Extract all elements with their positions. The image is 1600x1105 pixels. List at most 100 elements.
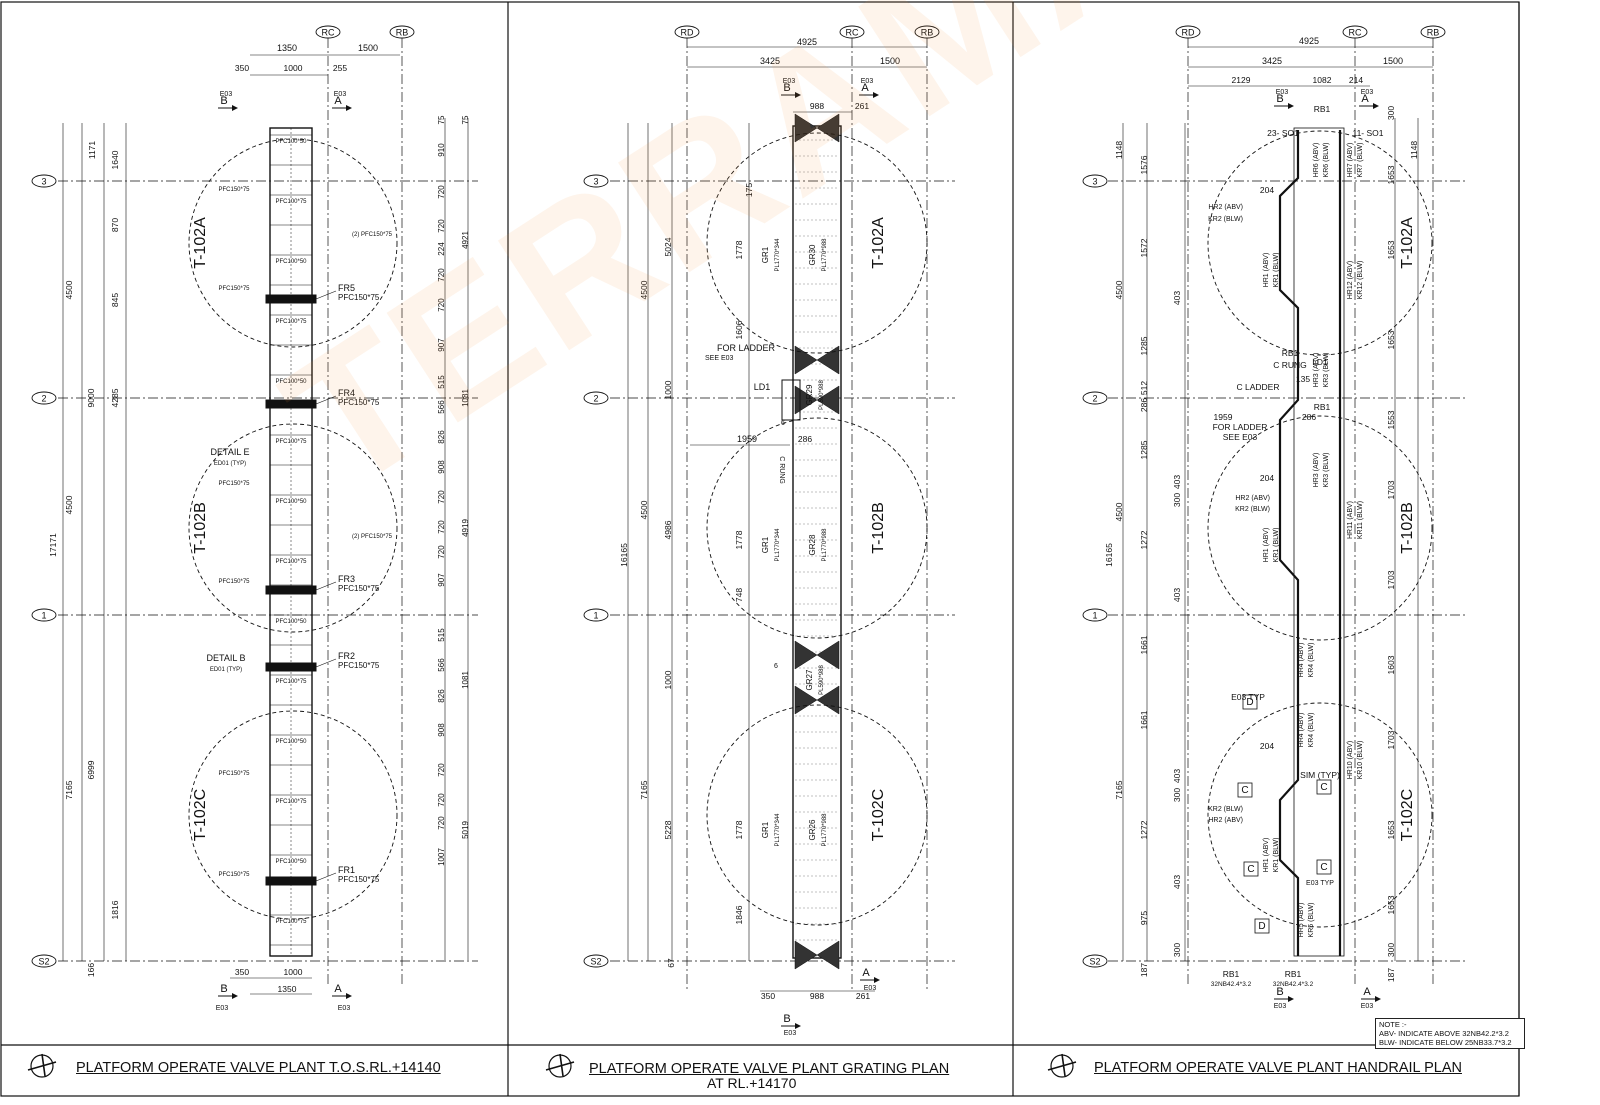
dim-top: 255	[333, 63, 347, 73]
frame-section-label: PFC150*75	[338, 875, 380, 884]
dim-bottom: 1000	[284, 967, 303, 977]
dim-right-p3: 1703	[1386, 730, 1396, 749]
member-label: PFC100*50	[275, 139, 307, 145]
handrail-tag: 286	[1302, 412, 1316, 422]
rail-label: KR2 (BLW)	[1235, 506, 1270, 513]
note-line-abv: ABV- INDICATE ABOVE 32NB42.2*3.2	[1379, 1029, 1509, 1038]
frame-FR1	[265, 876, 317, 886]
dim-left-p3: 403	[1172, 875, 1182, 889]
dim-left: 6999	[86, 760, 96, 779]
section-mark-b-top-p2: B	[783, 82, 790, 94]
grid-col-RD-p2-text: RD	[681, 28, 694, 38]
dim-top: 1350	[277, 43, 297, 53]
ladder-dim: 1959	[737, 434, 757, 444]
ladder-dim: 6	[781, 420, 785, 427]
dim-left-p2: 1846	[734, 905, 744, 924]
dim-left-p3: 4500	[1114, 502, 1124, 521]
dim-right-p3: 1703	[1386, 480, 1396, 499]
frame-label: FR2	[338, 651, 355, 661]
rail-label: KR2 (BLW)	[1208, 806, 1243, 813]
bottom-tag: 32NB42.4*3.2	[1211, 981, 1252, 988]
north-arrow-needle-3	[1047, 1053, 1077, 1077]
ladder-note-label: FOR LADDER	[717, 343, 776, 353]
plate-label: PL590*988	[819, 379, 825, 409]
handrail-tag: SIM (TYP)	[1300, 770, 1340, 780]
frame-leader	[315, 872, 337, 882]
member-label: PFC150*75	[218, 187, 250, 193]
member-label: PFC100*75	[275, 679, 307, 685]
rail-label: HR1 (ABV)	[1263, 528, 1270, 563]
dim-top: 3425	[1262, 56, 1282, 66]
plate-label: PL1770*344	[775, 238, 781, 272]
sheet-border	[0, 1, 1520, 1097]
grating-label: GR1	[761, 821, 770, 838]
dim-left-p3: 4500	[1114, 280, 1124, 299]
section-mark-a-top-p2: A	[861, 82, 869, 94]
frame-leader	[315, 581, 337, 591]
handrail-tag: E03 TYP	[1231, 692, 1265, 702]
grid-row-1-p2-text: 1	[593, 611, 598, 621]
section-ref: E03	[216, 1005, 229, 1012]
panel-2-subtitle: AT RL.+14170	[707, 1075, 797, 1091]
dim-left: 870	[110, 218, 120, 232]
handrail-tag: C LADDER	[1237, 382, 1280, 392]
dim-right: 720	[437, 490, 446, 504]
dim-top: 214	[1349, 75, 1363, 85]
grid-row-3-p3	[1082, 174, 1108, 188]
rail-label: HR4 (ABV)	[1298, 713, 1305, 748]
section-letter: C	[1320, 782, 1327, 793]
dim-right-p3: 187	[1386, 968, 1396, 982]
dim-bottom: 261	[856, 991, 870, 1001]
handrail-tag: RB1	[1282, 348, 1299, 358]
grid-row-3-p3-text: 3	[1092, 177, 1097, 187]
dim-right: 1007	[437, 848, 446, 866]
tank-T-102B-outline-p3	[1207, 415, 1433, 641]
dim-left-p3: 512	[1139, 381, 1149, 395]
dim-right-p3: 1148	[1409, 141, 1419, 160]
dim-right: 4921	[461, 231, 470, 249]
section-box-3	[1254, 918, 1270, 934]
dim-left-p3: 1272	[1139, 530, 1149, 549]
ladder-note-ref: SEE E03	[705, 355, 734, 362]
dim-right: 566	[437, 400, 446, 414]
dim-right-p3: 1703	[1386, 570, 1396, 589]
dim-top: 1000	[284, 63, 303, 73]
handrail-tag: 23- SO1	[1267, 128, 1299, 138]
rail-label: KR10 (BLW)	[1357, 741, 1364, 780]
tank-T-102A-label-p3: T-102A	[1399, 217, 1416, 269]
dim-left-p3: 1661	[1139, 635, 1149, 654]
tank-T-102C-outline-p3	[1207, 702, 1433, 928]
dim-left: 1640	[110, 150, 120, 169]
frame-leader	[315, 658, 337, 668]
dim-left: 1171	[87, 141, 97, 160]
handrail-tag: FOR LADDER	[1213, 422, 1268, 432]
dim-right: 720	[437, 219, 446, 233]
section-mark-a-top-p2-ref: E03	[861, 78, 874, 85]
dim-bottom: 350	[761, 991, 775, 1001]
dim-right: 910	[437, 143, 446, 157]
tank-T-102B-label-p2: T-102B	[870, 502, 887, 554]
section-mark-a-top-p3-arrow	[1373, 103, 1379, 109]
section-letter: C	[1320, 862, 1327, 873]
grid-row-2-p1-text: 2	[41, 394, 46, 404]
handrail-tag: RB1	[1314, 402, 1331, 412]
dim-top: 1500	[1383, 56, 1403, 66]
dim-top: 4925	[797, 37, 817, 47]
dim-left-p2: 4500	[639, 500, 649, 519]
section-mark-b-bottom-p1: B	[220, 983, 227, 995]
tank-T-102C-label-p2: T-102C	[870, 789, 887, 841]
frame-leader	[315, 290, 337, 300]
section-mark-b-top-p2-arrow	[795, 92, 801, 98]
dim-left-p3: 403	[1172, 588, 1182, 602]
tank-T-102A-outline-p2	[706, 132, 928, 354]
section-mark-a-bottom-p2-arrow	[874, 977, 880, 983]
section-mark-a-bottom-p2: A	[862, 967, 870, 979]
handrail-tag: RB1	[1314, 104, 1331, 114]
rail-label: KR3 (BLW)	[1323, 353, 1330, 388]
grating-label: GR29	[805, 384, 814, 405]
member-label: (2) PFC150*75	[352, 534, 393, 540]
dim-right: 908	[437, 460, 446, 474]
section-mark-b-bottom-p3: B	[1276, 986, 1283, 998]
panel-3-title: PLATFORM OPERATE VALVE PLANT HANDRAIL PL…	[1094, 1060, 1462, 1076]
